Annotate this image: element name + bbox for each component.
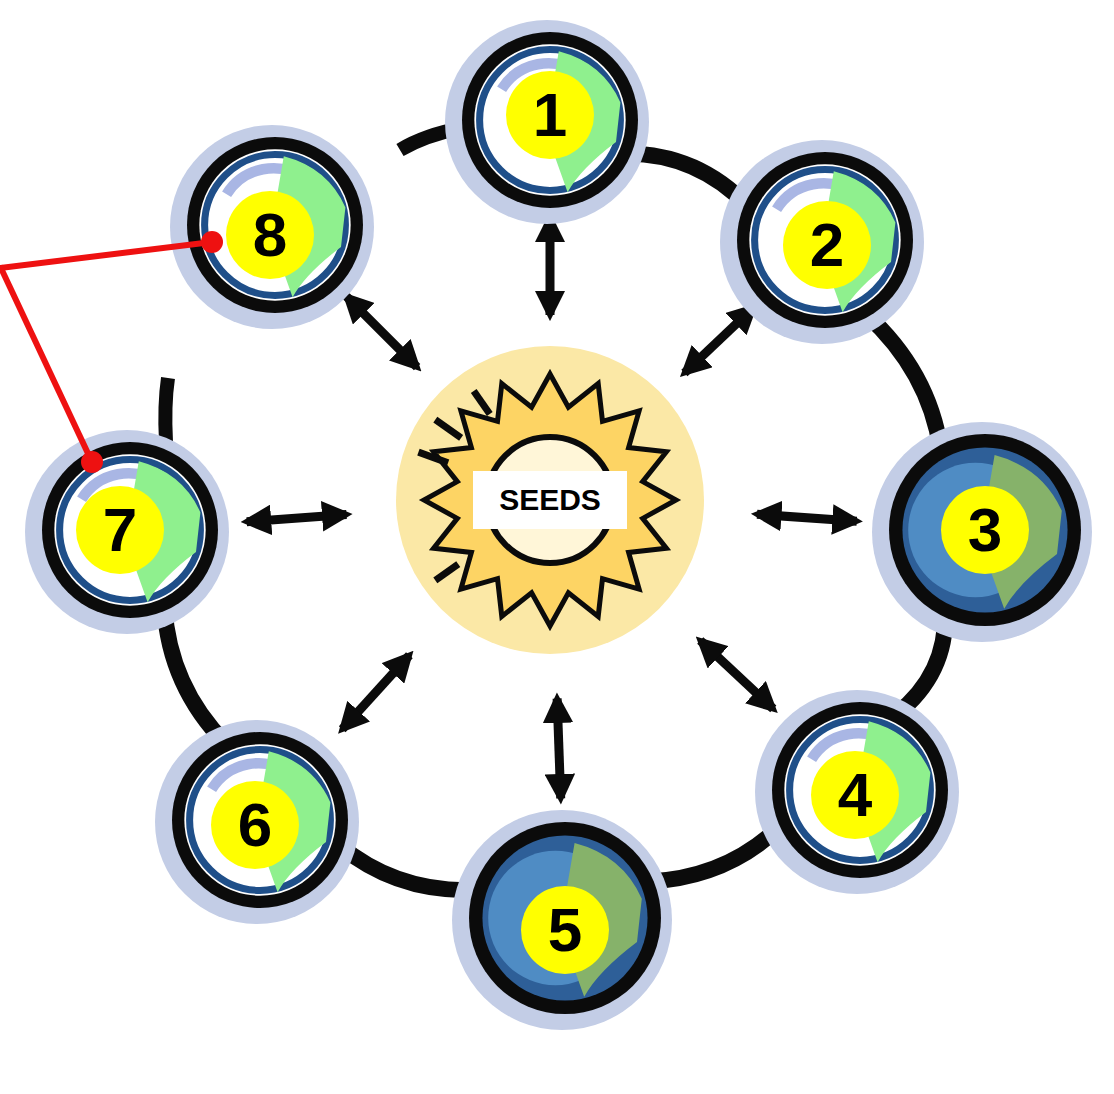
globe-node: 8 [187,137,363,313]
callout-number: 6 [211,781,299,869]
double-arrow [342,655,409,729]
double-arrow [557,699,561,799]
callout-number: 5 [521,886,609,974]
ring-connector [164,607,225,744]
ring-connector [866,314,941,450]
callout-number: 3 [941,486,1029,574]
globe-node: 5 [469,822,661,1014]
globe-node: 6 [172,732,348,908]
double-arrow [247,515,347,522]
globe-node: 7 [42,442,218,618]
leader-dot [81,451,103,473]
callout-number: 8 [226,191,314,279]
double-arrow [700,641,773,709]
ring-connector [649,823,783,881]
double-arrow [684,307,753,373]
double-arrow [757,514,857,521]
ring-stub [165,378,168,442]
leader-dot [201,231,223,253]
globe-node: 3 [889,434,1081,626]
callout-number: 1 [506,71,594,159]
double-arrow [546,218,555,315]
sun-node: SEEDS [375,325,725,675]
ring-connector [340,846,477,890]
double-arrow [346,296,417,367]
leader-line [0,242,212,268]
callout-number: 4 [811,751,899,839]
callout-number: 7 [76,486,164,574]
callout-number: 2 [783,201,871,289]
label-holder: SEEDS [375,325,725,675]
globe-node: 4 [772,702,948,878]
globe-node: 1 [462,32,638,208]
globe-node: 2 [737,152,913,328]
leader-line [0,266,92,462]
center-label: SEEDS [473,471,627,529]
